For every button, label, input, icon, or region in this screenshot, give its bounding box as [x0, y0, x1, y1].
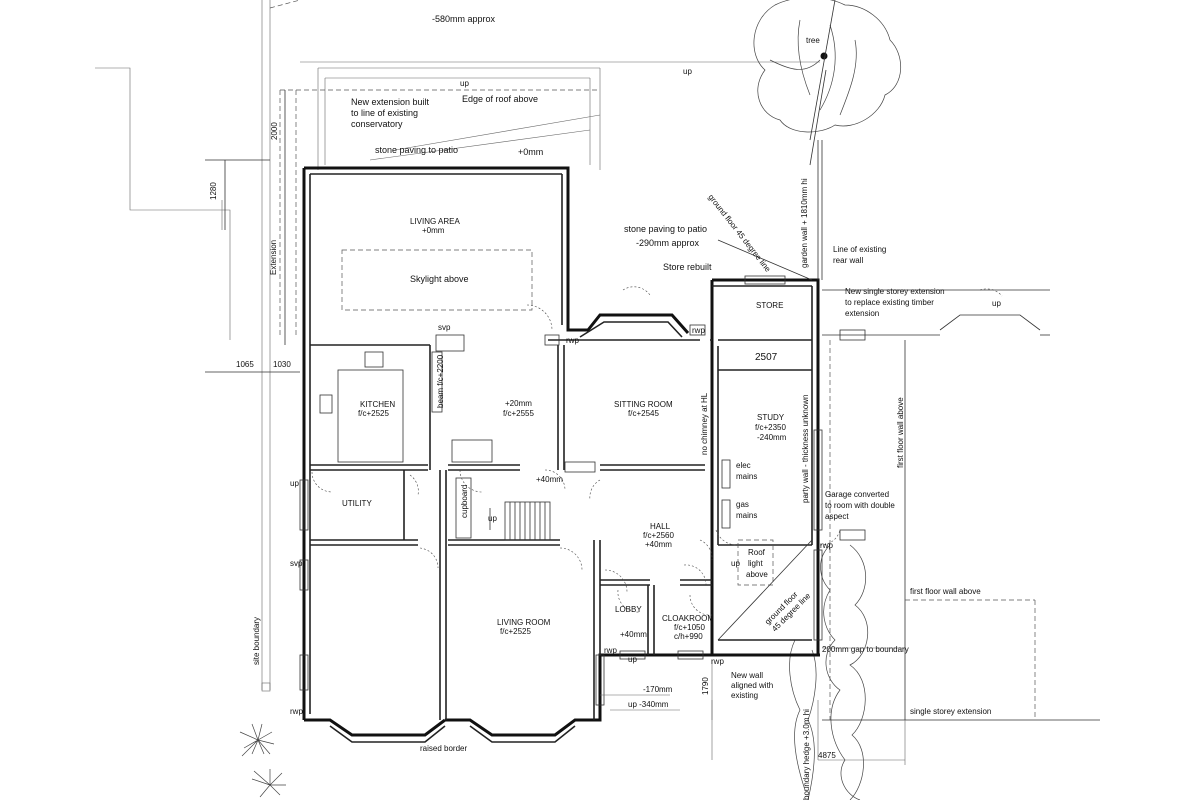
note-new-single-storey: New single storey extension to replace e…: [845, 287, 947, 318]
room-name-living-room: LIVING ROOM: [497, 618, 551, 627]
note-boundary-hedge: boundary hedge +3.0m hi: [802, 709, 811, 800]
rwp-label: rwp: [692, 326, 705, 335]
room-name-living-area: LIVING AREA: [410, 217, 460, 226]
note-line-existing-rear: Line of existing rear wall: [833, 245, 889, 265]
dimension-label: 1065: [236, 360, 254, 369]
level-label: -170mm: [643, 685, 673, 694]
note-gap-to-boundary: 200mm gap to boundary: [822, 645, 909, 654]
level-label: -240mm: [757, 433, 787, 442]
room-name-lobby: LOBBY: [615, 605, 642, 614]
ceiling-height: c/h+990: [674, 632, 703, 641]
note-edge-of-roof: Edge of roof above: [462, 94, 538, 104]
dimension-label: 1790: [701, 677, 710, 695]
main-walls: [302, 166, 820, 743]
up-label: up: [992, 299, 1001, 308]
ceiling-height: f/c+1050: [674, 623, 705, 632]
dimension-label: 2000: [270, 122, 279, 140]
ceiling-height: f/c+2555: [503, 409, 534, 418]
ceiling-height: f/c+2525: [500, 627, 531, 636]
up-label: up: [628, 655, 637, 664]
ceiling-height: f/c+2545: [628, 409, 659, 418]
note-first-floor-wall-h: first floor wall above: [910, 587, 981, 596]
rwp-label: rwp: [566, 336, 579, 345]
level-label: +20mm: [505, 399, 532, 408]
level-label: -290mm approx: [636, 238, 700, 248]
note-store-rebuilt: Store rebuilt: [663, 262, 712, 272]
dimension-label: 1030: [273, 360, 291, 369]
note-stone-paving-right: stone paving to patio: [624, 224, 707, 234]
room-level: +0mm: [422, 226, 445, 235]
room-name-kitchen: KITCHEN: [360, 400, 395, 409]
note-raised-border: raised border: [420, 744, 467, 753]
up-label: up: [683, 67, 692, 76]
dimension-label: 4875: [818, 751, 836, 760]
tree-trunk-dot: [820, 52, 828, 60]
note-garden-wall: garden wall + 1810mm hi: [800, 178, 809, 268]
neighbour-lines: [600, 140, 1100, 765]
level-label-top: -580mm approx: [432, 14, 496, 24]
note-new-wall: New wall aligned with existing: [731, 671, 775, 700]
note-stone-paving: stone paving to patio: [375, 145, 458, 155]
room-name-study: STUDY: [757, 413, 785, 422]
dimension-label: 1280: [209, 182, 218, 200]
ceiling-height: f/c+2560: [643, 531, 674, 540]
note-first-floor-wall: first floor wall above: [896, 397, 905, 468]
extension-label: Extension: [269, 240, 278, 275]
up-label: up: [731, 559, 740, 568]
site-context-lines: [95, 0, 820, 692]
beam-label: beam f/c+2200: [436, 354, 445, 408]
note-skylight: Skylight above: [410, 274, 469, 284]
room-name-hall: HALL: [650, 522, 671, 531]
dimension-label: 2507: [755, 352, 778, 363]
fixtures: [311, 249, 1003, 616]
svp-label: svp: [290, 559, 303, 568]
svp-label: svp: [438, 323, 451, 332]
plan-labels: -580mm approx tree up up New extension b…: [209, 14, 1001, 800]
level-label: +40mm: [620, 630, 647, 639]
note-roof-light: Roof light above: [746, 548, 768, 579]
ceiling-height: f/c+2525: [358, 409, 389, 418]
site-boundary-label: site boundary: [252, 617, 261, 665]
level-label: +0mm: [518, 147, 543, 157]
room-name-utility: UTILITY: [342, 499, 372, 508]
room-name-sitting-room: SITTING ROOM: [614, 400, 673, 409]
note-elec-mains: elec mains: [736, 461, 757, 481]
level-label: +40mm: [645, 540, 672, 549]
level-label: +40mm: [536, 475, 563, 484]
note-party-wall: party wall - thickness unknown: [801, 395, 810, 504]
note-45-degree-line: ground floor 45 degree line: [706, 193, 772, 274]
ceiling-height: f/c+2350: [755, 423, 786, 432]
note-garage-converted: Garage converted to room with double asp…: [825, 490, 897, 521]
up-label: up: [488, 514, 497, 523]
note-45-degree-line-bottom: ground floor 45 degree line: [763, 584, 813, 634]
skylight-outline: [341, 249, 533, 311]
room-name-cloakroom: CLOAKROOM: [662, 614, 714, 623]
note-no-chimney: no chimney at HL: [700, 392, 709, 455]
rwp-label: rwp: [711, 657, 724, 666]
staircase: [489, 501, 551, 541]
internal-walls: [299, 275, 823, 720]
cupboard-label: cupboard: [460, 485, 469, 518]
note-single-storey-extension: single storey extension: [910, 707, 991, 716]
rwp-label: rwp: [820, 541, 833, 550]
tree-label: tree: [806, 36, 820, 45]
room-name-store: STORE: [756, 301, 783, 310]
rwp-label: rwp: [290, 707, 303, 716]
roof-light-outline: [737, 539, 774, 586]
up-label: up: [290, 479, 299, 488]
note-new-extension: New extension built to line of existing …: [351, 97, 432, 129]
rwp-label: rwp: [604, 646, 617, 655]
up-label: up: [460, 79, 469, 88]
note-gas-mains: gas mains: [736, 500, 757, 520]
level-label: up -340mm: [628, 700, 669, 709]
